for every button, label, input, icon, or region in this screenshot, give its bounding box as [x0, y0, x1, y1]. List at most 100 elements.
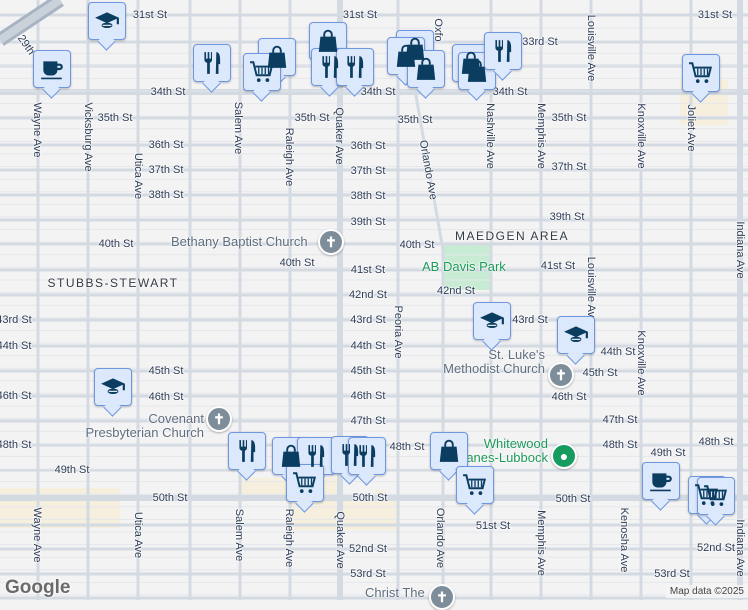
restaurant-icon: [354, 443, 380, 469]
shopping-bag-icon: [413, 56, 439, 82]
street-label: 46th St: [551, 391, 587, 403]
church-icon[interactable]: ✝: [206, 406, 232, 432]
street-label: 49th St: [54, 464, 90, 476]
street-label: 46th St: [148, 391, 184, 403]
shopping-cart-icon: [703, 483, 729, 509]
restaurant-icon: [490, 38, 516, 64]
shopping-bag-marker[interactable]: [407, 50, 445, 88]
avenue-label: Utica Ave: [132, 511, 144, 559]
street-label: 35th St: [397, 114, 433, 126]
graduation-cap-icon: [563, 322, 589, 348]
place-name-line: Presbyterian Church: [85, 425, 205, 440]
place-pin-icon[interactable]: ●: [551, 443, 577, 469]
street-label: 33rd St: [522, 36, 558, 48]
street-label: 44th St: [350, 340, 386, 352]
place-bethany-baptist-church[interactable]: Bethany Baptist Church: [171, 234, 308, 249]
street-label: 48th St: [0, 439, 32, 451]
avenue-label: Louisville Ave: [585, 14, 597, 82]
street-label: 49th St: [650, 447, 686, 459]
coffee-marker[interactable]: [642, 462, 680, 500]
shopping-bag-marker[interactable]: [458, 52, 496, 90]
shopping-cart-icon: [292, 470, 318, 496]
place-ab-davis-park[interactable]: AB Davis Park: [422, 259, 506, 274]
avenue-label: Raleigh Ave: [283, 508, 295, 568]
street-label: 42nd St: [437, 285, 475, 297]
shopping-bag-icon: [264, 44, 290, 70]
street-label: 39th St: [350, 216, 386, 228]
restaurant-icon: [342, 54, 368, 80]
restaurant-marker[interactable]: [297, 437, 335, 475]
street-label: 40th St: [399, 239, 435, 251]
street-label: 53rd St: [654, 568, 690, 580]
shopping-cart-marker[interactable]: [286, 464, 324, 502]
street-label: 47th St: [350, 415, 386, 427]
place-christ-the[interactable]: Christ The: [365, 585, 425, 600]
graduation-cap-marker[interactable]: [88, 2, 126, 40]
shopping-cart-marker[interactable]: [243, 53, 281, 91]
shopping-cart-marker[interactable]: [682, 54, 720, 92]
church-icon[interactable]: ✝: [429, 584, 455, 610]
restaurant-icon: [337, 442, 363, 468]
avenue-label: Louisville Ave: [585, 256, 597, 324]
shopping-bag-icon: [436, 438, 462, 464]
restaurant-marker[interactable]: [193, 44, 231, 82]
restaurant-marker[interactable]: [484, 32, 522, 70]
avenue-label: Peoria Ave: [392, 305, 404, 359]
street-label: 53rd St: [350, 568, 386, 580]
restaurant-icon: [317, 54, 343, 80]
street-label: 41st St: [350, 264, 386, 276]
park-area: [443, 243, 490, 290]
place-name-line: Covenant: [148, 411, 204, 426]
graduation-cap-icon: [94, 8, 120, 34]
street-label: 34th St: [492, 86, 528, 98]
avenue-label: Knoxville Ave: [635, 330, 647, 396]
avenue-label: Nashville Ave: [484, 103, 496, 169]
restaurant-marker[interactable]: [228, 432, 266, 470]
avenue-label: Quaker Ave: [334, 511, 346, 569]
restaurant-marker[interactable]: [348, 437, 386, 475]
street-label: 43rd St: [512, 314, 548, 326]
graduation-cap-marker[interactable]: [94, 368, 132, 406]
shopping-cart-marker[interactable]: [697, 477, 735, 515]
avenue-label: Wayne Ave: [31, 102, 43, 158]
avenue-label: Salem Ave: [232, 101, 244, 155]
restaurant-marker[interactable]: [311, 48, 349, 86]
street-label: 45th St: [350, 365, 386, 377]
avenue-label: Joliet Ave: [685, 104, 697, 152]
orlando-avenue-line: [413, 89, 445, 600]
street-label: 39th St: [549, 211, 585, 223]
shopping-cart-icon: [249, 59, 275, 85]
map-attribution[interactable]: Map data ©2025: [665, 585, 748, 598]
street-label: 36th St: [350, 140, 386, 152]
shopping-bag-marker[interactable]: [430, 432, 468, 470]
street-label: 35th St: [294, 112, 330, 124]
street-label: 50th St: [352, 492, 388, 504]
shopping-bag-icon: [278, 443, 304, 469]
graduation-cap-marker[interactable]: [557, 316, 595, 354]
church-icon[interactable]: ✝: [318, 229, 344, 255]
coffee-marker[interactable]: [33, 50, 71, 88]
street-label: 31st St: [132, 9, 168, 21]
restaurant-marker[interactable]: [336, 48, 374, 86]
restaurant-icon: [199, 50, 225, 76]
street-label: 48th St: [602, 439, 638, 451]
shopping-bag-icon: [464, 58, 490, 84]
graduation-cap-icon: [479, 308, 505, 334]
shopping-cart-marker[interactable]: [456, 466, 494, 504]
street-label: 41st St: [540, 260, 576, 272]
shopping-cart-icon: [462, 472, 488, 498]
shopping-bag-marker[interactable]: [258, 38, 296, 76]
church-icon[interactable]: ✝: [548, 362, 574, 388]
street-label: 43rd St: [0, 314, 32, 326]
street-label: 40th St: [279, 257, 315, 269]
coffee-icon: [648, 468, 674, 494]
place-name-line: Lanes-Lubbock: [459, 450, 548, 465]
graduation-cap-marker[interactable]: [473, 302, 511, 340]
restaurant-icon: [303, 443, 329, 469]
street-label: 35th St: [97, 112, 133, 124]
